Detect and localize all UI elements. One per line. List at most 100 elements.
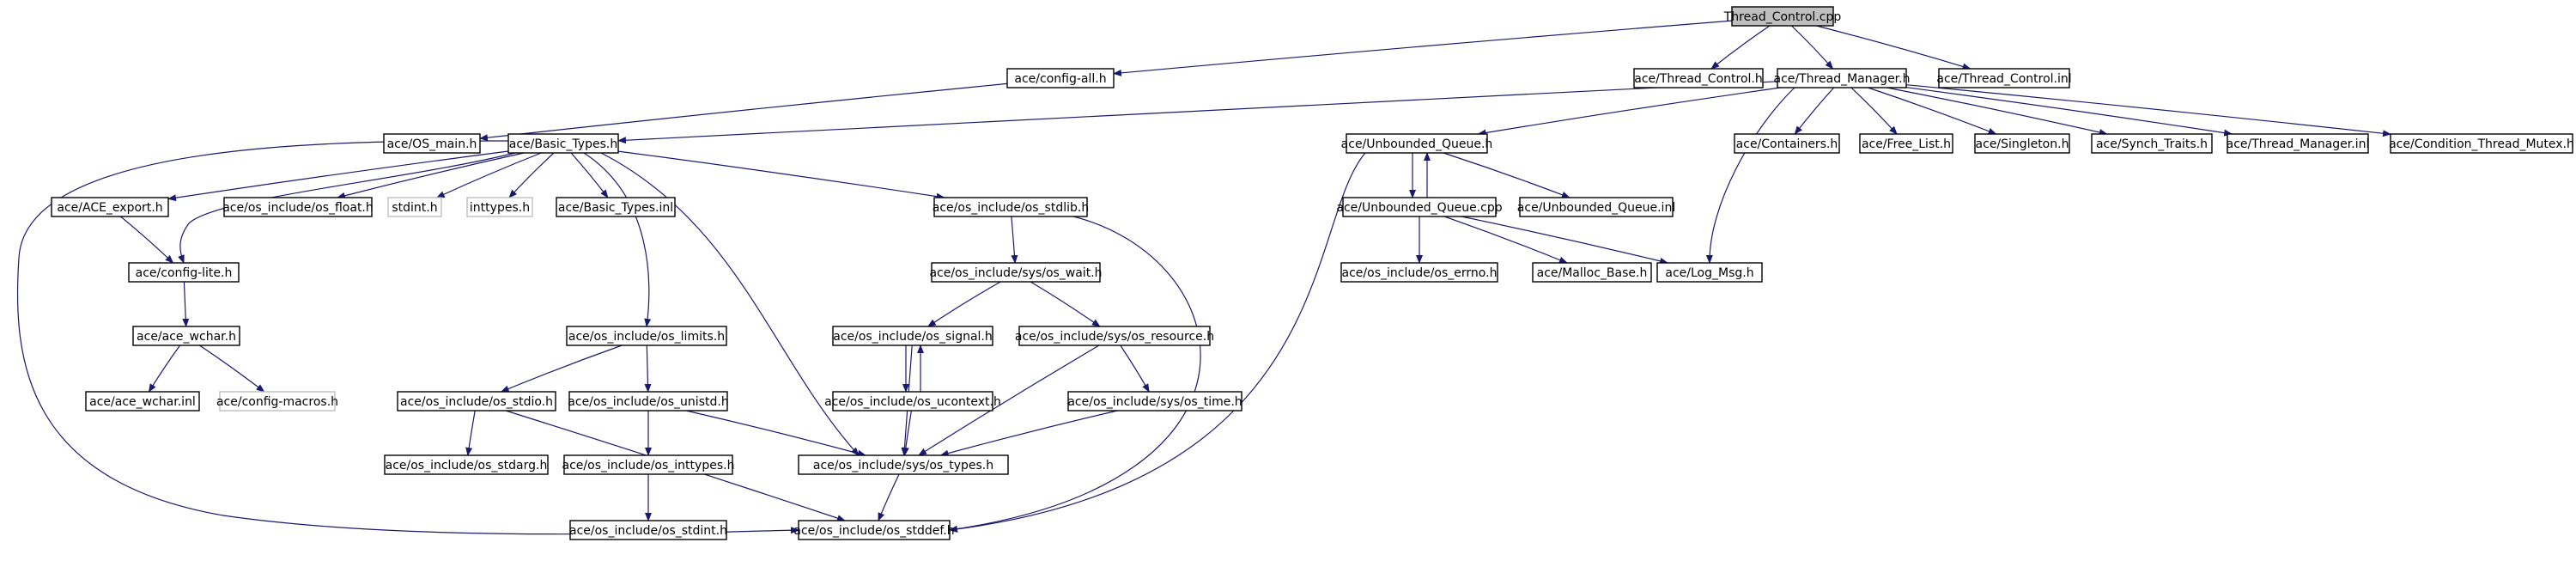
node-box	[384, 454, 549, 475]
edge-oswait-to-ossignal	[927, 281, 1001, 327]
node-box	[933, 197, 1088, 217]
node-oserrno[interactable]: ace/os_include/os_errno.h	[1340, 262, 1498, 283]
node-box	[128, 262, 240, 283]
node-box	[51, 197, 169, 217]
node-label: ace/Basic_Types.inl	[558, 201, 673, 215]
node-box	[563, 454, 733, 475]
node-box	[1067, 391, 1242, 412]
node-osucontext[interactable]: ace/os_include/os_ucontext.h	[824, 391, 1001, 412]
node-acewcharinl[interactable]: ace/ace_wchar.inl	[85, 391, 200, 412]
node-osstdlib[interactable]: ace/os_include/os_stdlib.h	[933, 197, 1089, 217]
node-box	[1519, 197, 1674, 217]
edge-osstdio-to-osstdarg	[465, 410, 476, 456]
node-systypes[interactable]: ace/os_include/sys/os_types.h	[798, 454, 1009, 475]
node-osstddef[interactable]: ace/os_include/os_stddef.h	[793, 520, 955, 540]
node-unboundedq[interactable]: ace/Unbounded_Queue.h	[1341, 133, 1493, 154]
node-box	[1633, 68, 1764, 88]
node-configlite[interactable]: ace/config-lite.h	[128, 262, 240, 283]
edge-threadmanagerh-to-unboundedq	[1477, 87, 1781, 137]
node-label: ace/Thread_Control.h	[1634, 72, 1763, 86]
node-box	[219, 391, 336, 412]
node-osstdio[interactable]: ace/os_include/os_stdio.h	[397, 391, 556, 412]
node-osstdint[interactable]: ace/os_include/os_stdint.h	[569, 520, 727, 540]
node-label: inttypes.h	[470, 201, 530, 215]
node-box	[832, 391, 993, 412]
node-ossignal[interactable]: ace/os_include/os_signal.h	[832, 326, 993, 346]
node-threadmanagerh[interactable]: ace/Thread_Manager.h	[1774, 68, 1911, 88]
node-configall[interactable]: ace/config-all.h	[1006, 68, 1115, 88]
node-synchtraits[interactable]: ace/Synch_Traits.h	[2091, 133, 2213, 154]
edge-root-to-threadmanagerh	[1791, 25, 1834, 70]
node-label: ace/Unbounded_Queue.inl	[1517, 201, 1675, 215]
node-box	[223, 197, 373, 217]
node-containers[interactable]: ace/Containers.h	[1734, 133, 1840, 154]
node-label: ace/config-lite.h	[136, 266, 233, 280]
edge-systypes-to-osstddef	[878, 473, 900, 521]
node-ostime[interactable]: ace/os_include/sys/os_time.h	[1067, 391, 1242, 412]
edge-oswait-to-osresource	[1030, 281, 1101, 327]
node-basictypesinl[interactable]: ace/Basic_Types.inl	[556, 197, 676, 217]
node-box	[507, 133, 619, 154]
node-label: ace/os_include/os_float.h	[222, 201, 374, 215]
node-label: ace/OS_main.h	[387, 137, 477, 151]
node-osfloat[interactable]: ace/os_include/os_float.h	[222, 197, 374, 217]
edge-acewchar-to-acewcharinl	[148, 344, 181, 393]
node-label: ace/Free_List.h	[1862, 137, 1951, 151]
node-label: Thread_Control.cpp	[1723, 10, 1842, 24]
node-label: ace/Basic_Types.h	[509, 137, 617, 151]
node-osunistd[interactable]: ace/os_include/os_unistd.h	[568, 391, 729, 412]
node-threadmanagerinl[interactable]: ace/Thread_Manager.inl	[2227, 133, 2370, 154]
node-box	[1532, 262, 1652, 283]
node-label: stdint.h	[392, 201, 437, 215]
edge-threadmanagerh-to-threadmanagerinl	[1905, 87, 2233, 137]
node-box	[2227, 133, 2369, 154]
edge-basictypes-to-stdint	[435, 152, 542, 198]
node-label: ace/os_include/os_unistd.h	[568, 395, 728, 409]
node-box	[556, 197, 676, 217]
edge-osunistd-to-systypes	[685, 410, 866, 457]
edge-basictypes-to-osfloat	[336, 152, 525, 199]
node-osstdarg[interactable]: ace/os_include/os_stdarg.h	[384, 454, 549, 475]
node-mallocbase[interactable]: ace/Malloc_Base.h	[1532, 262, 1652, 283]
node-label: ace/Malloc_Base.h	[1537, 266, 1648, 280]
node-box	[1018, 326, 1211, 346]
node-box	[568, 391, 728, 412]
node-box	[931, 262, 1101, 283]
edge-basictypes-to-inttypes	[508, 152, 555, 198]
node-unboundedqinl[interactable]: ace/Unbounded_Queue.inl	[1517, 197, 1675, 217]
edge-threadmanagerh-to-containers	[1794, 87, 1835, 135]
edge-osresource-to-ostime	[1120, 344, 1150, 393]
node-singleton[interactable]: ace/Singleton.h	[1974, 133, 2070, 154]
node-logmsg[interactable]: ace/Log_Msg.h	[1656, 262, 1763, 283]
node-label: ace/os_include/os_stddef.h	[793, 524, 954, 538]
node-label: ace/os_include/os_stdlib.h	[933, 201, 1089, 215]
edge-threadmanagerh-to-logmsg	[1705, 87, 1795, 264]
node-oswait[interactable]: ace/os_include/sys/os_wait.h	[929, 262, 1103, 283]
edge-root-to-configall	[1113, 20, 1733, 76]
node-threadcontrolinl[interactable]: ace/Thread_Control.inl	[1936, 68, 2072, 88]
node-aceexport[interactable]: ace/ACE_export.h	[51, 197, 169, 217]
node-label: ace/Synch_Traits.h	[2096, 137, 2208, 151]
node-label: ace/os_include/sys/os_resource.h	[1015, 330, 1214, 344]
node-label: ace/os_include/os_inttypes.h	[562, 459, 735, 472]
node-basictypes[interactable]: ace/Basic_Types.h	[507, 133, 619, 154]
node-label: ace/os_include/os_limits.h	[568, 330, 725, 344]
edge-threadmanagerh-to-singleton	[1868, 87, 1997, 135]
node-freelist[interactable]: ace/Free_List.h	[1859, 133, 1953, 154]
node-box	[1346, 133, 1488, 154]
node-unboundedqcpp[interactable]: ace/Unbounded_Queue.cpp	[1336, 197, 1503, 217]
edge-basictypes-to-osstdlib	[617, 150, 945, 200]
node-label: ace/ACE_export.h	[57, 201, 162, 215]
node-box	[1734, 133, 1840, 154]
node-box	[1340, 262, 1498, 283]
node-label: ace/config-macros.h	[216, 395, 338, 409]
edge-threadmanagerh-to-condthreadmutex	[1905, 84, 2391, 137]
edge-basictypes-to-systypes	[600, 152, 860, 456]
node-threadcontrolh[interactable]: ace/Thread_Control.h	[1633, 68, 1764, 88]
node-osmain[interactable]: ace/OS_main.h	[383, 133, 481, 154]
node-condthreadmutex[interactable]: ace/Condition_Thread_Mutex.h	[2389, 133, 2574, 154]
node-osinttypes[interactable]: ace/os_include/os_inttypes.h	[562, 454, 735, 475]
node-osresource[interactable]: ace/os_include/sys/os_resource.h	[1015, 326, 1214, 346]
node-acewchar[interactable]: ace/ace_wchar.h	[132, 326, 240, 346]
node-oslimits[interactable]: ace/os_include/os_limits.h	[566, 326, 727, 346]
